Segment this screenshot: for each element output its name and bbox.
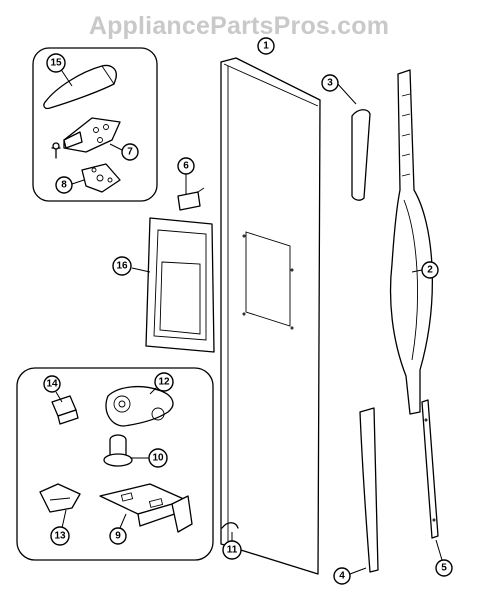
top-hinge-group [32,47,158,202]
bottom-hinge [99,483,193,533]
svg-text:13: 13 [54,531,66,542]
hinge-bushing-plate [105,385,174,427]
callout-8: 8 [55,176,73,194]
bottom-hinge-box [16,367,214,561]
top-hinge-box [32,47,158,202]
bottom-bracket [39,483,81,513]
callout-3: 3 [321,74,339,92]
svg-text:3: 3 [327,78,333,89]
hinge-pin [103,434,133,467]
door-stop [177,187,205,211]
site-watermark: AppliancePartsPros.com [89,12,389,40]
top-hinge-plate [51,117,121,159]
callout-9: 9 [109,527,127,545]
bottom-hinge-group [16,367,214,561]
callout-1: 1 [257,37,275,55]
hinge-cover [43,64,117,110]
callout-6: 6 [177,157,195,175]
door-clip [221,522,239,529]
callout-2: 2 [421,261,439,279]
svg-text:15: 15 [50,58,62,69]
callout-16: 16 [112,256,132,276]
callout-7: 7 [121,143,139,161]
svg-text:12: 12 [158,377,170,388]
handle-trim [359,407,379,573]
callout-10: 10 [148,448,168,468]
callout-12: 12 [154,372,174,392]
door-panel [220,57,321,575]
svg-text:7: 7 [127,147,133,158]
svg-text:14: 14 [46,379,58,390]
callout-13: 13 [50,526,70,546]
gasket-strip [421,399,439,539]
hinge-shim [81,163,121,193]
svg-text:8: 8 [61,180,67,191]
callout-4: 4 [333,567,351,585]
svg-text:5: 5 [441,563,447,574]
svg-text:6: 6 [183,161,189,172]
door-handle [389,69,433,415]
callout-11: 11 [222,540,242,560]
callout-15: 15 [46,53,66,73]
svg-text:11: 11 [227,545,238,556]
svg-text:16: 16 [116,261,128,272]
handle-end-cap [351,109,371,201]
dispenser-frame [145,217,215,353]
svg-text:1: 1 [263,41,269,52]
svg-text:9: 9 [115,531,121,542]
svg-text:4: 4 [339,571,345,582]
svg-text:2: 2 [427,265,433,276]
hinge-bracket [51,395,79,425]
callout-14: 14 [43,375,61,393]
callout-5: 5 [435,559,453,577]
svg-text:10: 10 [152,453,164,464]
